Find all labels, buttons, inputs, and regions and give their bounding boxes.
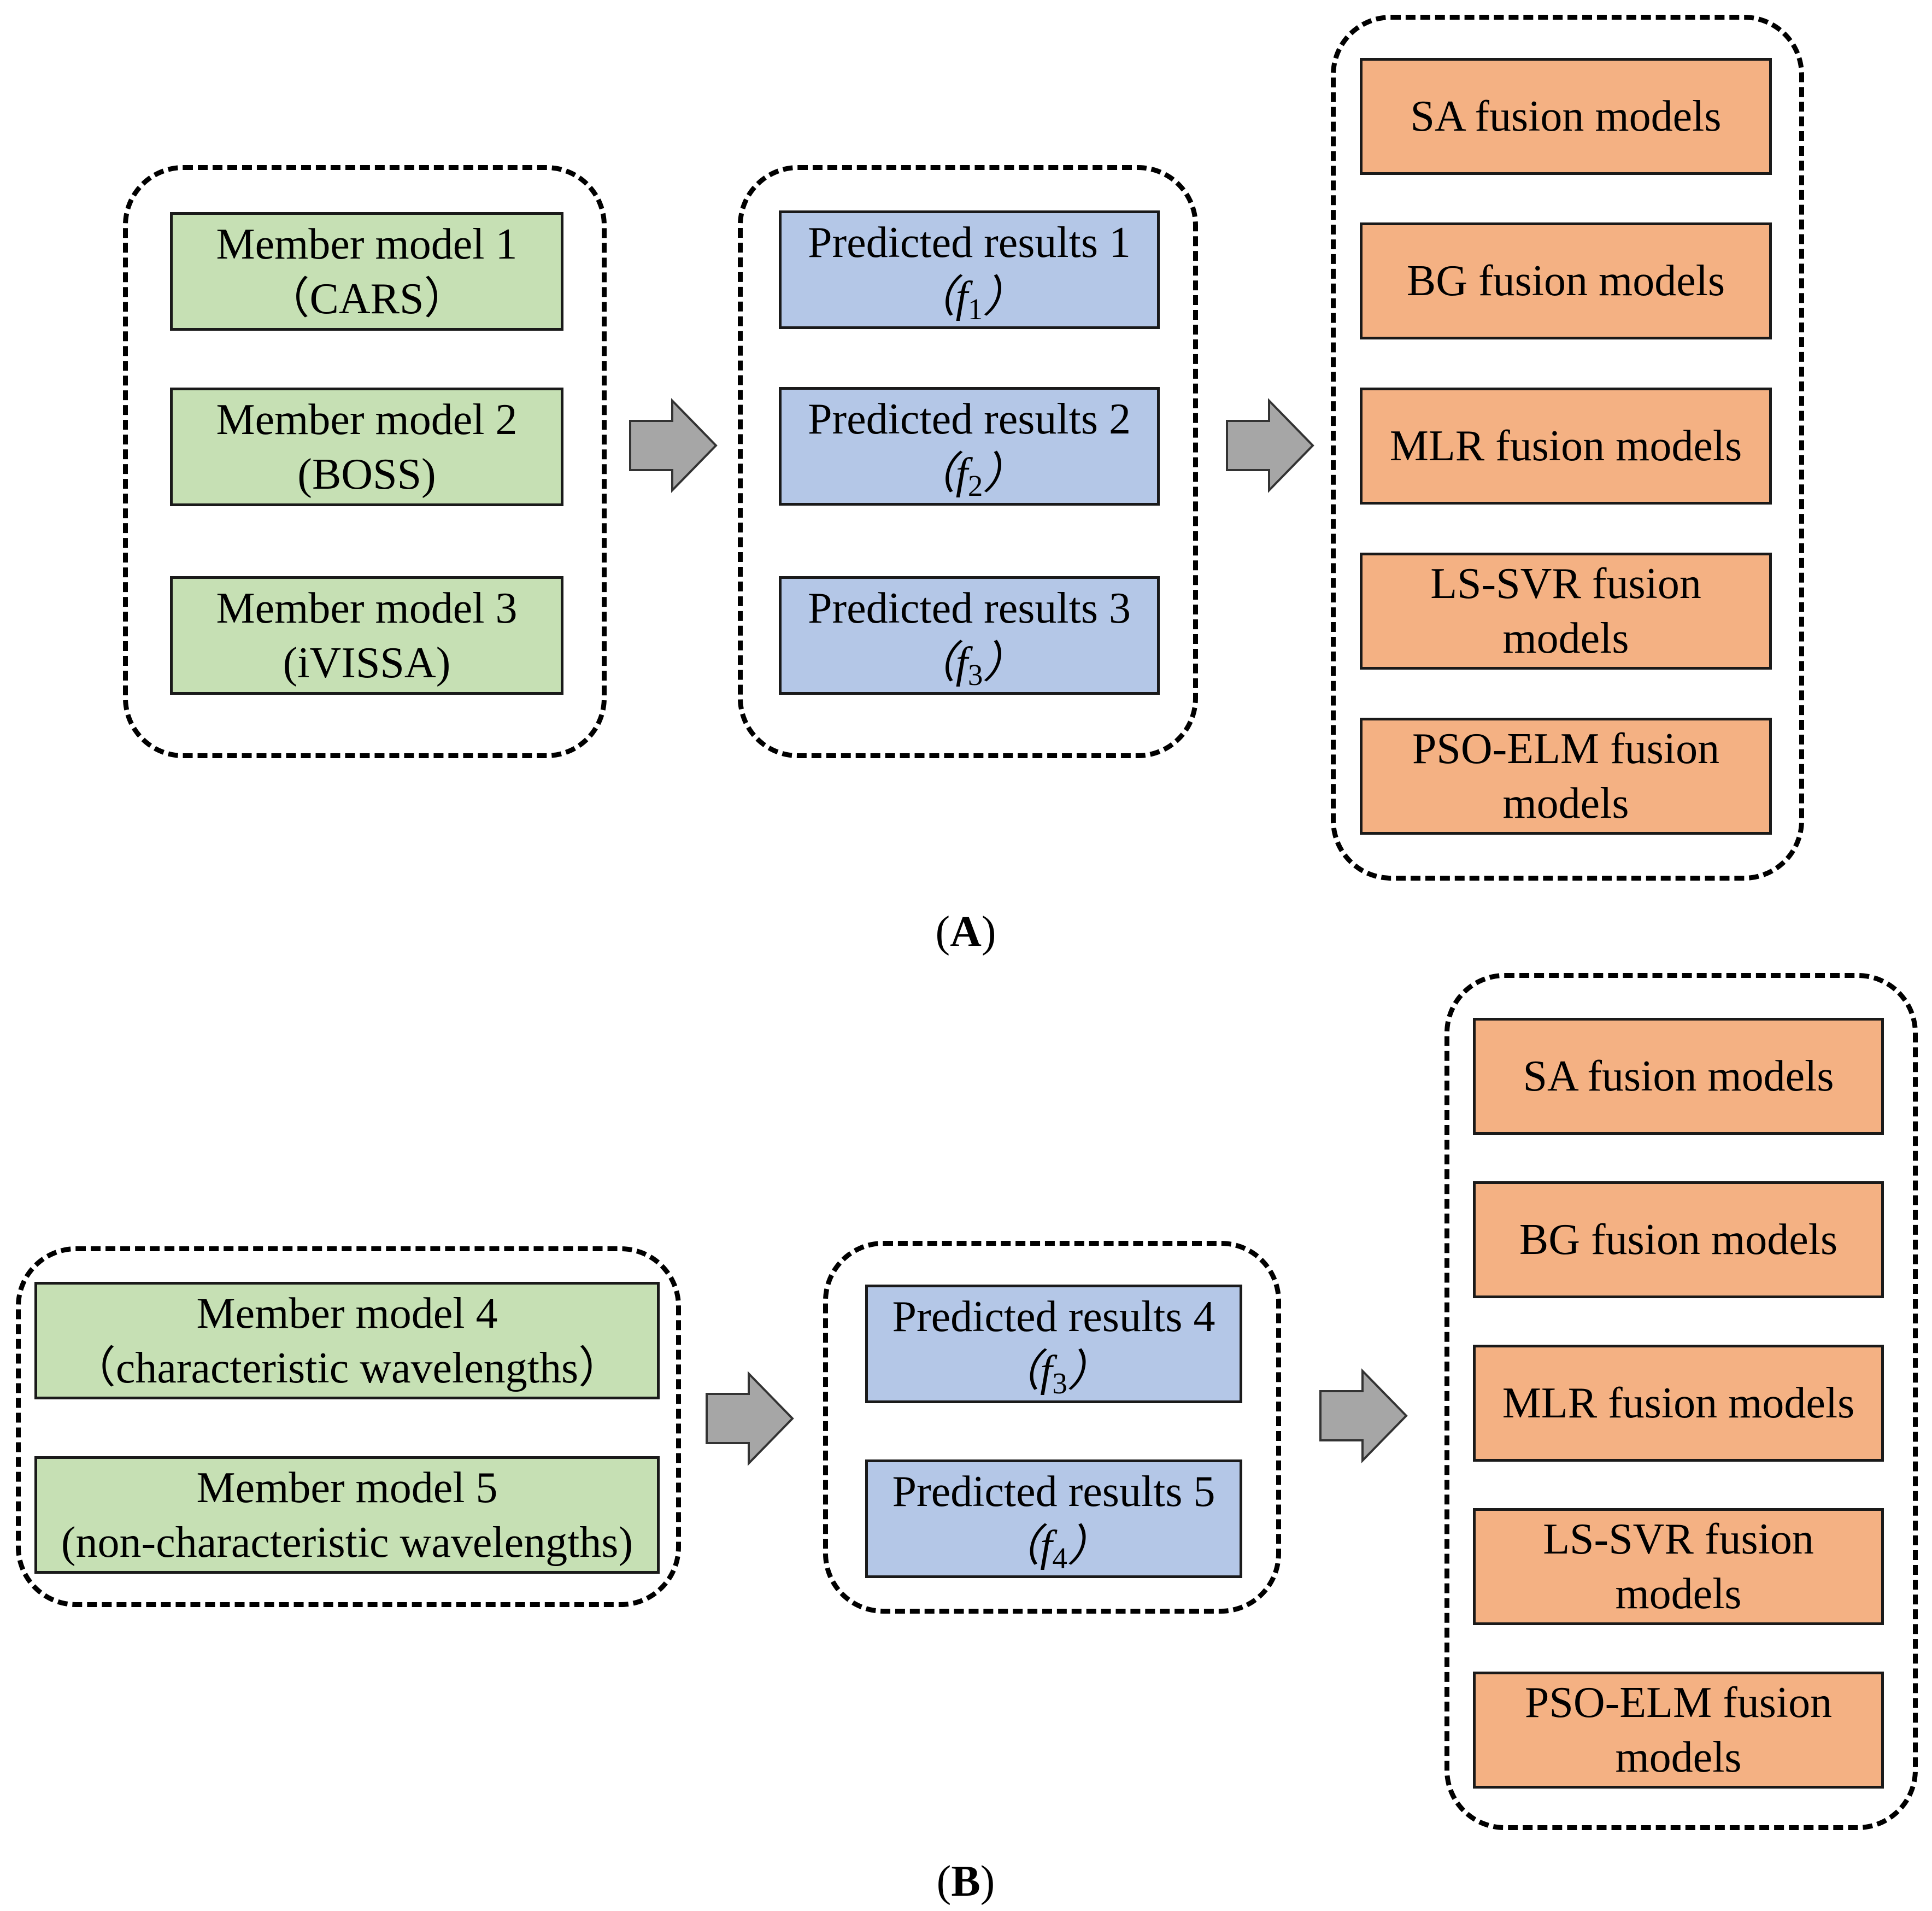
fusion-a-bg-label: BG fusion models bbox=[1406, 257, 1725, 305]
fusion-a-lssvr-box: LS-SVR fusion models bbox=[1360, 553, 1772, 670]
fusion-a-sa-label: SA fusion models bbox=[1410, 92, 1722, 140]
fusion-b-mlr-label: MLR fusion models bbox=[1502, 1379, 1855, 1427]
panel-b-predicted-group bbox=[823, 1241, 1281, 1614]
member-model-3-box: Member model 3 (iVISSA) bbox=[170, 576, 563, 695]
member-model-5-title: Member model 5 bbox=[196, 1463, 498, 1512]
panel-a-arrow-1-icon bbox=[629, 398, 718, 493]
predicted-results-1-title: Predicted results 1 bbox=[808, 218, 1131, 267]
member-model-5-box: Member model 5 (non-characteristic wavel… bbox=[34, 1456, 660, 1574]
fusion-b-bg-label: BG fusion models bbox=[1519, 1216, 1838, 1264]
predicted-results-5-title: Predicted results 5 bbox=[892, 1467, 1215, 1516]
fusion-b-lssvr-label-2: models bbox=[1615, 1570, 1742, 1618]
member-model-1-title: Member model 1 bbox=[216, 220, 518, 268]
fusion-b-lssvr-label-1: LS-SVR fusion bbox=[1543, 1515, 1814, 1563]
fusion-a-psoelm-label-1: PSO-ELM fusion bbox=[1412, 725, 1720, 773]
panel-a-label: (A) bbox=[935, 908, 996, 956]
panel-b-member-group bbox=[16, 1246, 681, 1607]
member-model-4-method: （characteristic wavelengths） bbox=[72, 1344, 623, 1392]
predicted-results-4-symbol: （f3） bbox=[996, 1347, 1111, 1400]
member-model-1-method: （CARS） bbox=[266, 274, 468, 323]
fusion-a-lssvr-label-1: LS-SVR fusion bbox=[1430, 560, 1701, 608]
predicted-results-2-symbol: （f2） bbox=[912, 449, 1027, 502]
fusion-a-bg-box: BG fusion models bbox=[1360, 222, 1772, 339]
predicted-results-3-symbol: （f3） bbox=[912, 638, 1027, 691]
panel-a-fusion-group bbox=[1331, 15, 1804, 881]
predicted-results-2-box: Predicted results 2 （f2） bbox=[779, 387, 1160, 506]
fusion-a-mlr-box: MLR fusion models bbox=[1360, 388, 1772, 505]
panel-a-predicted-group bbox=[738, 165, 1198, 758]
member-model-2-box: Member model 2 (BOSS) bbox=[170, 388, 563, 506]
predicted-results-3-title: Predicted results 3 bbox=[808, 584, 1131, 632]
predicted-results-1-box: Predicted results 1 （f1） bbox=[779, 210, 1160, 329]
fusion-b-psoelm-label-1: PSO-ELM fusion bbox=[1524, 1679, 1833, 1727]
predicted-results-4-title: Predicted results 4 bbox=[892, 1292, 1215, 1341]
panel-b-label: (B) bbox=[936, 1857, 995, 1906]
member-model-2-title: Member model 2 bbox=[216, 395, 518, 444]
member-model-5-method: (non-characteristic wavelengths) bbox=[61, 1518, 633, 1567]
panel-b-fusion-group bbox=[1444, 973, 1918, 1830]
member-model-3-title: Member model 3 bbox=[216, 584, 518, 632]
predicted-results-1-symbol: （f1） bbox=[912, 273, 1027, 326]
predicted-results-4-box: Predicted results 4 （f3） bbox=[865, 1285, 1242, 1403]
panel-a-member-group bbox=[123, 165, 607, 758]
fusion-b-sa-box: SA fusion models bbox=[1473, 1018, 1884, 1135]
fusion-a-sa-box: SA fusion models bbox=[1360, 58, 1772, 175]
predicted-results-2-title: Predicted results 2 bbox=[808, 395, 1131, 443]
fusion-a-psoelm-box: PSO-ELM fusion models bbox=[1360, 718, 1772, 835]
predicted-results-3-box: Predicted results 3 （f3） bbox=[779, 576, 1160, 695]
fusion-b-lssvr-box: LS-SVR fusion models bbox=[1473, 1508, 1884, 1625]
member-model-4-box: Member model 4 （characteristic wavelengt… bbox=[34, 1282, 660, 1399]
member-model-4-title: Member model 4 bbox=[196, 1289, 498, 1338]
fusion-b-psoelm-label-2: models bbox=[1615, 1733, 1742, 1781]
fusion-b-bg-box: BG fusion models bbox=[1473, 1181, 1884, 1298]
fusion-a-mlr-label: MLR fusion models bbox=[1389, 422, 1742, 470]
fusion-a-lssvr-label-2: models bbox=[1502, 614, 1629, 663]
member-model-2-method: (BOSS) bbox=[297, 450, 436, 499]
predicted-results-5-box: Predicted results 5 （f4） bbox=[865, 1459, 1242, 1578]
panel-b-arrow-2-icon bbox=[1319, 1368, 1408, 1463]
predicted-results-5-symbol: （f4） bbox=[996, 1522, 1111, 1575]
panel-b-arrow-1-icon bbox=[706, 1371, 794, 1466]
fusion-a-psoelm-label-2: models bbox=[1502, 779, 1629, 828]
member-model-3-method: (iVISSA) bbox=[283, 638, 451, 687]
panel-a-arrow-2-icon bbox=[1226, 398, 1314, 493]
member-model-1-box: Member model 1 （CARS） bbox=[170, 212, 563, 331]
fusion-b-mlr-box: MLR fusion models bbox=[1473, 1345, 1884, 1462]
fusion-b-psoelm-box: PSO-ELM fusion models bbox=[1473, 1672, 1884, 1789]
fusion-b-sa-label: SA fusion models bbox=[1523, 1052, 1834, 1100]
